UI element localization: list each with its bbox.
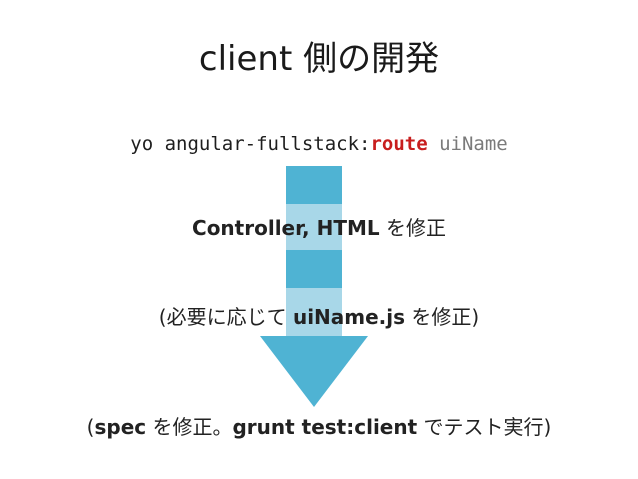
step-controller-html: Controller, HTML を修正	[0, 214, 638, 242]
step3-mid: を修正。	[146, 415, 233, 439]
step1-emphasis: Controller, HTML	[192, 216, 380, 240]
command-argument: uiName	[427, 133, 508, 155]
step3-emphasis-spec: spec	[94, 415, 147, 439]
step3-emphasis-grunt: grunt test:client	[232, 415, 418, 439]
step2-text: を修正)	[405, 305, 480, 329]
command-subcommand: route	[370, 133, 428, 155]
step1-text: を修正	[379, 216, 446, 240]
slide-title: client 側の開発	[198, 39, 440, 79]
step2-open: (必要に応じて	[158, 305, 293, 329]
step3-text: でテスト実行)	[417, 415, 552, 439]
command-prefix: yo angular-fullstack:	[130, 133, 371, 155]
step2-emphasis: uiName.js	[292, 305, 406, 329]
step-spec-test: (spec を修正。grunt test:client でテスト実行)	[0, 413, 638, 441]
generator-command: yo angular-fullstack:route uiName	[0, 131, 638, 157]
step3-open: (	[86, 415, 95, 439]
step-ui-js: (必要に応じて uiName.js を修正)	[0, 303, 638, 331]
